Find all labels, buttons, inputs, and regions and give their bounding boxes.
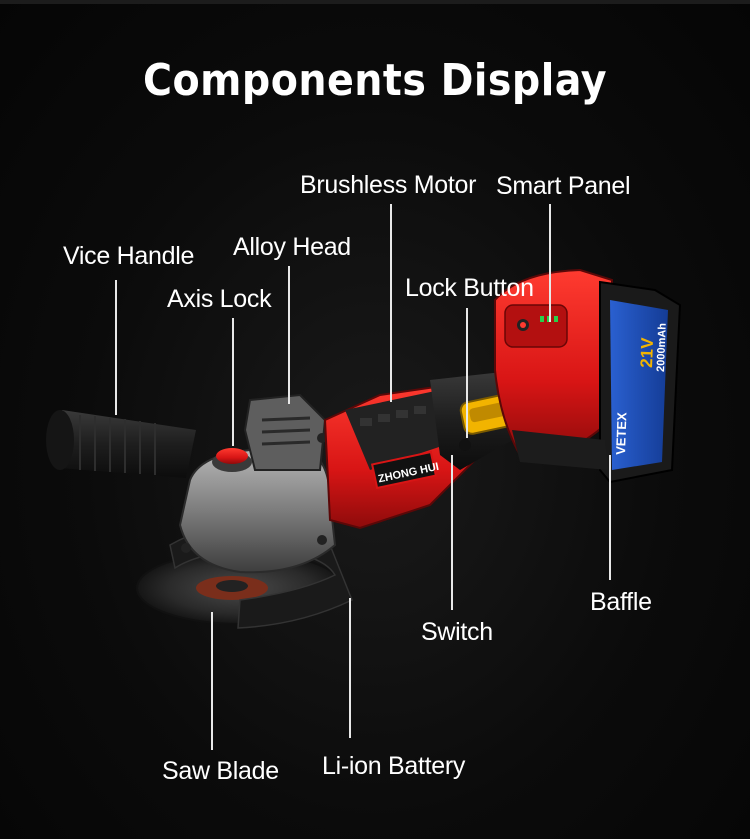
callout-line-vice-handle (115, 280, 117, 415)
baffle-shape (512, 430, 608, 470)
callout-line-baffle (609, 455, 611, 580)
smart-panel-shape (504, 304, 568, 348)
label-axis-lock: Axis Lock (167, 285, 272, 313)
page-title: Components Display (143, 55, 607, 106)
callout-line-li-ion-battery (349, 598, 351, 738)
axis-lock-button-shape (212, 448, 252, 472)
battery-brand-text: VETEX (613, 412, 629, 455)
vice-handle-shape (46, 410, 196, 478)
battery-voltage-text: 21V (637, 337, 657, 369)
top-border (0, 0, 750, 4)
label-alloy-head: Alloy Head (233, 233, 351, 261)
callout-line-axis-lock (232, 318, 234, 446)
alloy-head-shape (178, 393, 337, 574)
label-switch: Switch (421, 618, 493, 646)
label-saw-blade: Saw Blade (162, 757, 279, 785)
callout-line-smart-panel (549, 204, 551, 322)
label-li-ion-battery: Li-ion Battery (322, 752, 466, 780)
battery-capacity-text: 2000mAh (655, 323, 669, 373)
callout-line-switch (451, 455, 453, 610)
label-baffle: Baffle (590, 588, 652, 616)
callout-line-saw-blade (211, 612, 213, 750)
callout-line-brushless-motor (390, 204, 392, 402)
label-lock-button: Lock Button (405, 274, 534, 302)
label-vice-handle: Vice Handle (63, 242, 195, 270)
callout-line-alloy-head (288, 266, 290, 404)
label-brushless-motor: Brushless Motor (300, 171, 477, 199)
switch-shape (459, 439, 471, 451)
battery-pack-shape: VETEX 21V 2000mAh (599, 280, 682, 484)
callout-line-lock-button (466, 308, 468, 438)
label-smart-panel: Smart Panel (496, 172, 631, 200)
